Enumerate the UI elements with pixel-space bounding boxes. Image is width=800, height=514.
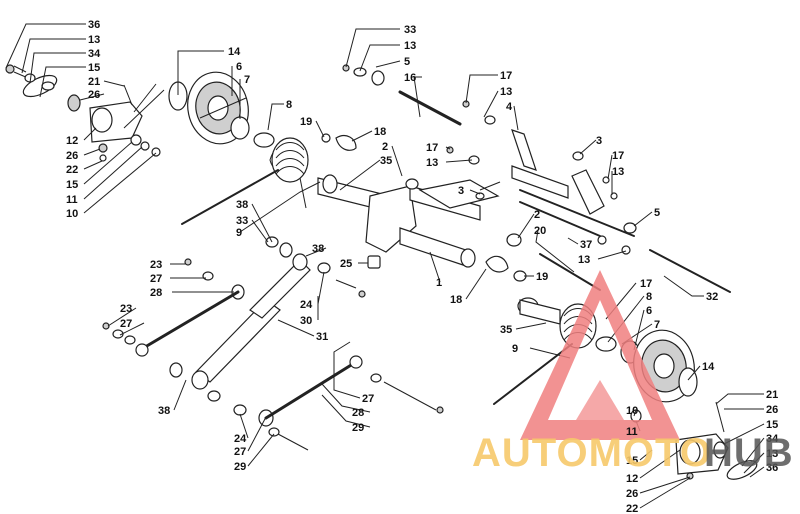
callout-19: 19 — [300, 116, 312, 128]
left-wheel-bracket-group — [5, 64, 165, 162]
callout-27: 27 — [234, 446, 246, 458]
callout-30: 30 — [300, 315, 312, 327]
watermark-text-automoto: AUTOMOTO — [472, 431, 712, 475]
callout-13: 13 — [404, 40, 416, 52]
leader-lines — [5, 23, 765, 509]
callout-13: 13 — [766, 448, 778, 460]
callout-35: 35 — [380, 155, 392, 167]
callout-34: 34 — [766, 433, 779, 445]
parts-layer — [5, 64, 758, 480]
callout-33: 33 — [236, 215, 248, 227]
callout-2: 2 — [534, 209, 540, 221]
callout-38: 38 — [312, 243, 324, 255]
watermark-wordmark: AUTOMOTO HUB — [472, 431, 794, 475]
callout-34: 34 — [88, 48, 101, 60]
callout-11: 11 — [626, 426, 638, 438]
callout-10: 10 — [66, 208, 78, 220]
left-torsion-spring — [181, 137, 309, 225]
callout-28: 28 — [150, 287, 162, 299]
callout-28: 28 — [352, 407, 364, 419]
callout-16: 16 — [404, 72, 416, 84]
callout-31: 31 — [316, 331, 328, 343]
callout-5: 5 — [404, 56, 410, 68]
callout-26: 26 — [88, 89, 100, 101]
callout-13: 13 — [578, 254, 590, 266]
callout-13: 13 — [426, 157, 438, 169]
callout-15: 15 — [626, 455, 638, 467]
callout-9: 9 — [236, 227, 242, 239]
callout-17: 17 — [640, 278, 652, 290]
callout-20: 20 — [534, 225, 546, 237]
callout-17: 17 — [426, 142, 438, 154]
callout-labels: 3613341521261226221511101467819182353313… — [66, 19, 779, 514]
callout-10: 10 — [626, 405, 638, 417]
callout-13: 13 — [500, 86, 512, 98]
callout-15: 15 — [66, 179, 78, 191]
callout-29: 29 — [234, 461, 246, 473]
callout-13: 13 — [88, 34, 100, 46]
watermark-triangle — [520, 270, 680, 440]
callout-13: 13 — [612, 166, 624, 178]
callout-17: 17 — [500, 70, 512, 82]
callout-19: 19 — [536, 271, 548, 283]
watermark-inner-chevron — [576, 380, 624, 420]
callout-15: 15 — [766, 419, 778, 431]
watermark-text-hub: HUB — [704, 431, 794, 475]
lower-left-linkage — [102, 236, 444, 451]
callout-5: 5 — [654, 207, 660, 219]
callout-38: 38 — [236, 199, 248, 211]
callout-12: 12 — [626, 473, 638, 485]
callout-26: 26 — [626, 488, 638, 500]
callout-36: 36 — [766, 462, 778, 474]
callout-18: 18 — [374, 126, 386, 138]
callout-6: 6 — [236, 61, 242, 73]
callout-25: 25 — [340, 258, 352, 270]
callout-32: 32 — [706, 291, 718, 303]
callout-9: 9 — [512, 343, 518, 355]
callout-27: 27 — [150, 273, 162, 285]
callout-6: 6 — [646, 305, 652, 317]
callout-7: 7 — [654, 319, 660, 331]
callout-26: 26 — [766, 404, 778, 416]
callout-33: 33 — [404, 24, 416, 36]
callout-21: 21 — [88, 76, 100, 88]
watermark-logo — [520, 270, 680, 440]
callout-27: 27 — [120, 318, 132, 330]
callout-24: 24 — [300, 299, 313, 311]
callout-15: 15 — [88, 62, 100, 74]
callout-29: 29 — [352, 422, 364, 434]
callout-2: 2 — [382, 141, 388, 153]
callout-1: 1 — [436, 277, 442, 289]
callout-22: 22 — [66, 164, 78, 176]
left-wheel-group — [168, 71, 275, 148]
callout-7: 7 — [244, 74, 250, 86]
callout-14: 14 — [228, 46, 241, 58]
callout-14: 14 — [702, 361, 715, 373]
callout-4: 4 — [506, 101, 513, 113]
callout-3: 3 — [596, 135, 602, 147]
callout-37: 37 — [580, 239, 592, 251]
callout-38: 38 — [158, 405, 170, 417]
callout-11: 11 — [66, 194, 78, 206]
callout-23: 23 — [150, 259, 162, 271]
upper-right-assembly — [342, 64, 731, 293]
callout-23: 23 — [120, 303, 132, 315]
callout-24: 24 — [234, 433, 247, 445]
callout-21: 21 — [766, 389, 778, 401]
callout-18: 18 — [450, 294, 462, 306]
callout-17: 17 — [612, 150, 624, 162]
callout-27: 27 — [362, 393, 374, 405]
callout-36: 36 — [88, 19, 100, 31]
callout-35: 35 — [500, 324, 512, 336]
callout-8: 8 — [286, 99, 292, 111]
callout-8: 8 — [646, 291, 652, 303]
callout-22: 22 — [626, 503, 638, 514]
callout-3: 3 — [458, 185, 464, 197]
callout-12: 12 — [66, 135, 78, 147]
callout-26: 26 — [66, 150, 78, 162]
